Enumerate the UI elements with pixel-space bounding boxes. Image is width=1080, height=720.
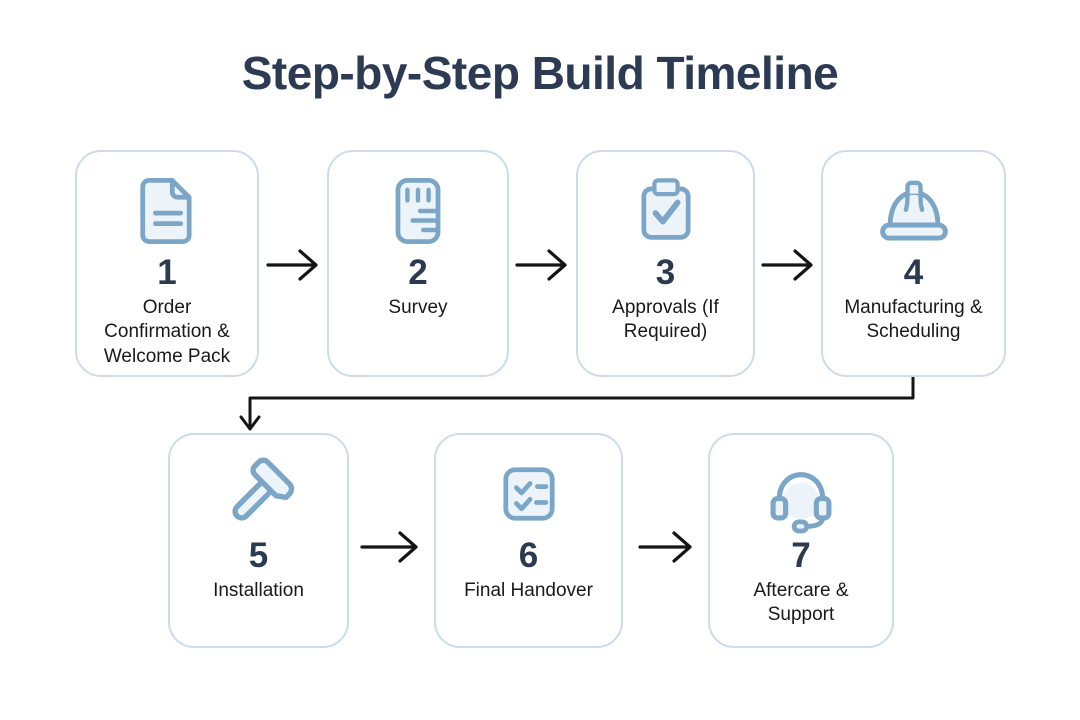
- page-title: Step-by-Step Build Timeline: [241, 47, 839, 99]
- document-icon: [129, 170, 205, 252]
- step-label: Survey: [388, 296, 448, 318]
- step-card-approvals: 3 Approvals (If Required): [576, 150, 755, 377]
- step-card-manufacturing: 4 Manufacturing & Scheduling: [821, 150, 1006, 377]
- step-label: Order Confirmation & Welcome Pack: [103, 296, 231, 367]
- hammer-icon: [216, 453, 302, 535]
- step-number: 6: [518, 536, 539, 575]
- headset-icon: [760, 453, 842, 535]
- connector-down-arrow: [239, 375, 915, 431]
- step-card-aftercare: 7 Aftercare & Support: [708, 433, 894, 648]
- arrow-right-icon: [266, 249, 318, 281]
- step-label: Installation: [213, 579, 304, 601]
- step-card-installation: 5 Installation: [168, 433, 349, 648]
- ruler-icon: [380, 170, 456, 252]
- arrow-right-icon: [515, 249, 567, 281]
- step-card-final-handover: 6 Final Handover: [434, 433, 623, 648]
- step-number: 5: [248, 536, 269, 575]
- step-number: 7: [791, 536, 811, 575]
- step-card-survey: 2 Survey: [327, 150, 509, 377]
- hard-hat-icon: [875, 170, 953, 252]
- step-number: 3: [655, 253, 676, 292]
- checklist-icon: [491, 453, 567, 535]
- step-label: Manufacturing & Scheduling: [844, 296, 983, 343]
- step-label: Approvals (If Required): [612, 296, 719, 343]
- step-number: 4: [903, 253, 924, 292]
- step-label: Final Handover: [464, 579, 593, 601]
- arrow-right-icon: [638, 531, 692, 563]
- clipboard-check-icon: [628, 170, 704, 252]
- step-number: 1: [157, 253, 177, 292]
- step-card-order-confirmation: 1 Order Confirmation & Welcome Pack: [75, 150, 259, 377]
- step-number: 2: [408, 253, 428, 292]
- step-label: Aftercare & Support: [753, 579, 849, 626]
- arrow-right-icon: [761, 249, 813, 281]
- arrow-right-icon: [360, 531, 418, 563]
